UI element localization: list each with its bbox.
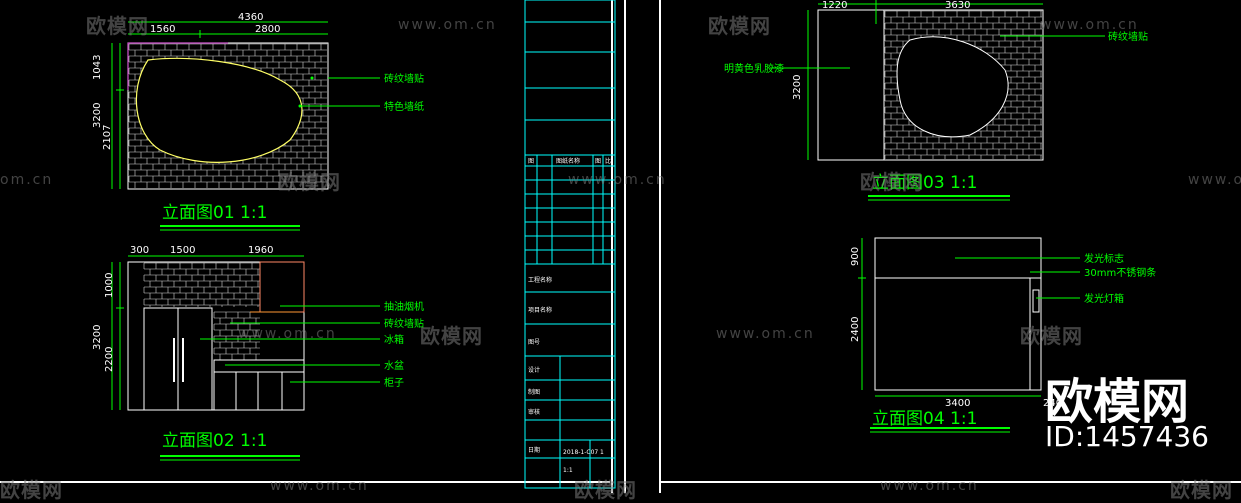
e02-callout-5: 柜子 [384, 376, 404, 389]
title-block [524, 0, 616, 489]
e02-callout-4: 水盆 [384, 359, 404, 372]
e04-callout-3: 发光灯箱 [1084, 292, 1124, 305]
watermark-brand: 欧模网 [86, 14, 149, 38]
e03-title: 立面图03 1:1 [872, 173, 977, 193]
e04-callout-1: 发光标志 [1084, 252, 1124, 265]
tb-head-1: 图 [528, 158, 534, 165]
tb-sheet: 1 [600, 449, 604, 456]
e04-dim-2: 240 [1043, 398, 1062, 409]
e01-callout-1: 砖纹墙贴 [384, 72, 424, 85]
e03-callout-2: 明黄色乳胶漆 [724, 62, 784, 75]
e03-dim-2: 3630 [945, 0, 970, 11]
watermark-url: www.om.cn [716, 326, 815, 342]
e02-dim-3: 1960 [248, 245, 273, 256]
watermark-brand: 欧模网 [574, 478, 637, 502]
e02-dim-v1: 1000 [104, 273, 115, 298]
e01-dim-total: 4360 [238, 12, 263, 23]
tb-label-no: 图号 [528, 339, 540, 346]
watermark-url: www.om.cn [398, 17, 497, 33]
elevation-02 [111, 255, 380, 461]
tb-label-date: 日期 [528, 446, 540, 454]
e04-dim-v2: 2400 [850, 317, 861, 342]
watermark-url: www.om.cn [238, 326, 337, 342]
e03-dim-v1: 3200 [792, 75, 803, 100]
site-logo: 欧模网 [1045, 374, 1190, 430]
watermark-brand: 欧模网 [0, 478, 63, 502]
watermark-brand: 欧模网 [420, 324, 483, 348]
watermark-url: www.om.cn [270, 478, 369, 494]
e01-dim-left: 1560 [150, 24, 175, 35]
tb-label-draw: 制图 [528, 388, 540, 396]
e01-title: 立面图01 1:1 [162, 203, 267, 223]
watermark-url: www.om.cn [880, 478, 979, 494]
e04-callout-2: 30mm不锈钢条 [1084, 266, 1156, 279]
e01-dim-right: 2800 [255, 24, 280, 35]
e02-callout-2: 砖纹墙贴 [384, 317, 424, 330]
elevation-04 [858, 237, 1080, 433]
tb-label-design: 设计 [528, 366, 540, 374]
tb-head-2: 图纸名称 [556, 157, 580, 165]
e01-callout-2: 特色墙纸 [384, 100, 424, 113]
tb-head-3: 图 [595, 158, 601, 165]
tb-label-item: 项目名称 [528, 306, 552, 314]
e04-dim-1: 3400 [945, 398, 970, 409]
e02-dim-1: 300 [130, 245, 149, 256]
brick-area-02 [143, 262, 260, 360]
e03-dim-1: 1220 [822, 0, 847, 11]
elevation-03 [770, 0, 1105, 201]
watermark-brand: 欧模网 [1170, 478, 1233, 502]
tb-label-project: 工程名称 [528, 276, 552, 284]
e02-dim-v3: 2200 [104, 347, 115, 372]
e01-dim-v3: 2107 [102, 125, 113, 150]
e01-dim-v2: 3200 [92, 103, 103, 128]
model-id: ID:1457436 [1045, 420, 1209, 453]
watermark-url: om.cn [0, 172, 54, 188]
e03-callout-1: 砖纹墙贴 [1108, 30, 1148, 43]
e02-dim-2: 1500 [170, 245, 195, 256]
watermark-brand: 欧模网 [278, 170, 341, 194]
watermark-url: www.om.cn [568, 172, 667, 188]
tb-label-check: 审核 [528, 408, 540, 416]
e02-dim-v2: 3200 [92, 325, 103, 350]
e04-dim-v1: 900 [850, 247, 861, 266]
watermark-url: www.om.cn [1188, 172, 1241, 188]
elevation-01 [111, 21, 380, 231]
watermark-url: www.om.cn [1040, 17, 1139, 33]
watermark-brand: 欧模网 [1020, 324, 1083, 348]
watermark-brand: 欧模网 [860, 170, 923, 194]
e02-callout-3: 冰箱 [384, 333, 404, 346]
e02-title: 立面图02 1:1 [162, 431, 267, 451]
e01-dim-v1: 1043 [92, 55, 103, 80]
tb-head-4: 比 [605, 157, 611, 165]
e02-callout-1: 抽油烟机 [384, 300, 424, 313]
tb-drawing-no: 2018-1-C07 [563, 449, 598, 456]
tb-scale: 1:1 [563, 467, 573, 474]
e04-title: 立面图04 1:1 [872, 409, 977, 429]
watermark-brand: 欧模网 [708, 14, 771, 38]
